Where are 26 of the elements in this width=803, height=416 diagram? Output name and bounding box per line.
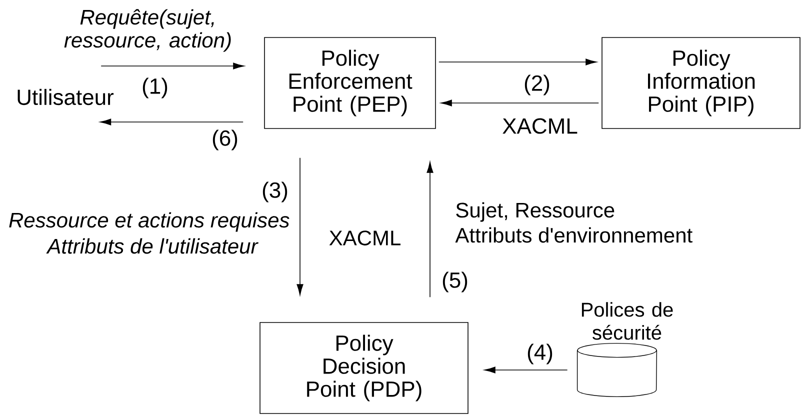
annotation: Attributs d'environnement: [455, 227, 692, 243]
arrow: [484, 366, 568, 374]
annotation: XACML: [329, 230, 400, 246]
edge-label: (6): [212, 130, 238, 150]
node-label: Polices de sécurité: [582, 302, 673, 340]
arrow: [296, 158, 304, 296]
annotation: Attributs de l'utilisateur: [46, 238, 258, 254]
process-box: Policy Enforcement Point (PEP): [264, 37, 436, 129]
arrow: [426, 162, 434, 298]
process-box: Policy Decision Point (PDP): [260, 322, 468, 414]
arrow: [438, 58, 597, 66]
arrow: [100, 62, 244, 70]
arrow: [440, 100, 599, 106]
edge-label: (5): [442, 272, 468, 292]
actor-label: Utilisateur: [18, 88, 114, 106]
annotation: Ressource et actions requises: [9, 212, 290, 232]
annotation: Sujet, Ressource: [456, 202, 614, 222]
arrow: [100, 118, 244, 126]
edge-label: XACML: [502, 118, 578, 134]
process-box: Policy Information Point (PIP): [602, 37, 800, 129]
edge-label: (4): [528, 344, 552, 364]
annotation: Requête(sujet, ressource, action): [64, 9, 231, 52]
database-cylinder: [576, 342, 658, 398]
edge-label: (2): [524, 74, 550, 96]
edge-label: (1): [142, 78, 168, 98]
edge-label: (3): [262, 182, 288, 202]
